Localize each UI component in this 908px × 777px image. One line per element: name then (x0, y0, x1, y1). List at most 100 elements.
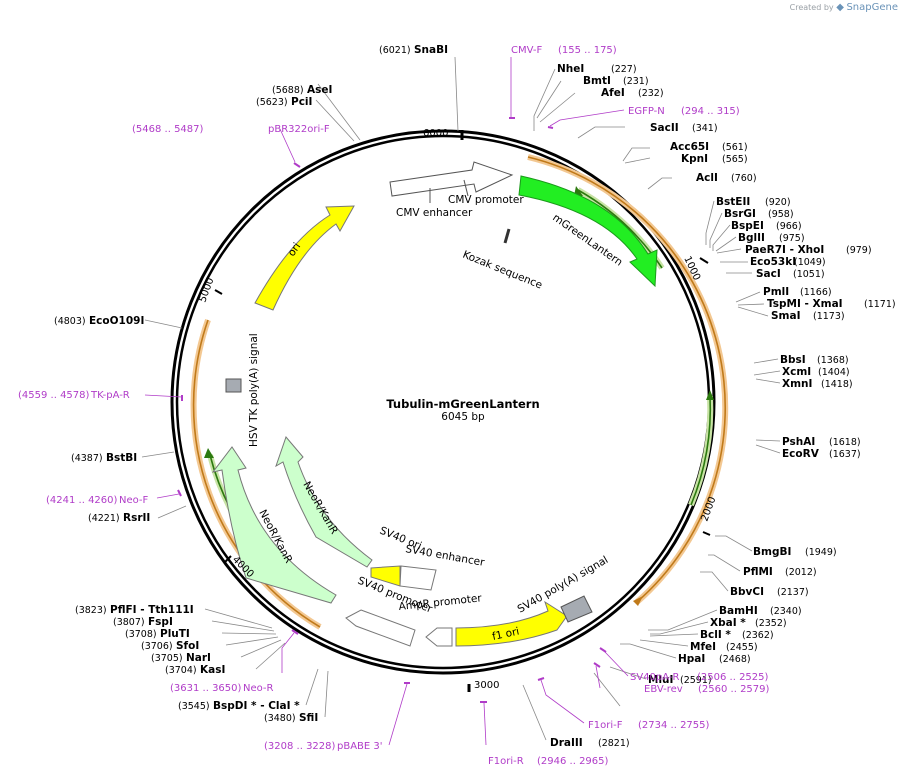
enzyme-site-14: SacI (756, 268, 781, 280)
hsv-tk-polya-box (225, 378, 242, 393)
primer-label-5: Neo-R (243, 683, 274, 694)
mgreenlantern-feature-arrow (518, 175, 658, 288)
enzyme-position-20: (1418) (821, 379, 853, 390)
primer-range-1: (294 .. 315) (681, 106, 740, 117)
primer-range-7: (2946 .. 2965) (537, 756, 609, 767)
feature-label-hsv-tk-polya: HSV TK poly(A) signal (248, 333, 260, 447)
primer-range-3: (4559 .. 4578) (18, 390, 90, 401)
primer-range-2: (5468 .. 5487) (132, 124, 204, 135)
primer-label-6: pBABE 3' (337, 741, 383, 752)
tick-label-3000: 3000 (474, 680, 499, 691)
tick-5000 (214, 289, 223, 295)
primer-label-4: Neo-F (119, 495, 149, 506)
enzyme-site-27: XbaI * (710, 617, 746, 629)
enzyme-site-13: Eco53kI (750, 256, 796, 268)
primer-range-9: (2560 .. 2579) (698, 684, 770, 695)
backbone-ticks (214, 130, 711, 692)
tick-1000 (699, 257, 709, 264)
orf-arrowhead-green-right (706, 390, 714, 400)
enzyme-position-34: (5623) (256, 97, 288, 108)
enzyme-position-35: (4803) (54, 316, 86, 327)
enzyme-position-4: (341) (692, 123, 718, 134)
enzyme-position-19: (1404) (818, 367, 850, 378)
enzyme-site-4: SacII (650, 122, 679, 134)
enzyme-site-43: KasI (200, 664, 225, 676)
enzyme-position-15: (1166) (800, 287, 832, 298)
enzyme-position-21: (1618) (829, 437, 861, 448)
enzyme-position-12: (979) (846, 245, 872, 256)
cmv-promoter-leader-line (463, 179, 469, 197)
enzyme-position-5: (561) (722, 142, 748, 153)
enzyme-site-16: TspMI - XmaI (767, 298, 843, 310)
enzyme-position-13: (1049) (794, 257, 826, 268)
enzyme-position-39: (3807) (113, 617, 145, 628)
enzyme-position-31: (2591) (680, 675, 712, 686)
enzyme-site-12: PaeR7I - XhoI (745, 244, 824, 256)
enzyme-site-26: BamHI (719, 605, 758, 617)
enzyme-site-2: BmtI (583, 75, 611, 87)
enzyme-site-31: MluI (648, 674, 673, 686)
enzyme-position-43: (3704) (165, 665, 197, 676)
tick-2000 (702, 531, 711, 536)
sv40-promoter-arrow (345, 609, 416, 647)
enzyme-position-18: (1368) (817, 355, 849, 366)
primer-label-2: pBR322ori-F (268, 124, 330, 135)
orf-arrowhead-green-left (204, 448, 214, 458)
enzyme-position-40: (3708) (125, 629, 157, 640)
primer-range-10: (2506 .. 2525) (697, 672, 769, 683)
primer-label-1: EGFP-N (628, 106, 665, 117)
feature-label-cmv-enhancer: CMV enhancer (396, 207, 473, 219)
enzyme-position-6: (565) (722, 154, 748, 165)
enzyme-site-45: SfiI (299, 712, 318, 724)
enzyme-site-28: BclI * (700, 629, 731, 641)
enzyme-position-0: (6021) (379, 45, 411, 56)
enzyme-site-44: BspDI * - ClaI * (213, 700, 300, 712)
sv40-enhancer-box (399, 565, 437, 591)
enzyme-site-15: PmlI (763, 286, 789, 298)
feature-label-sv40-enhancer: SV40 enhancer (404, 543, 485, 569)
enzyme-position-3: (232) (638, 88, 664, 99)
enzyme-position-16: (1171) (864, 299, 896, 310)
enzyme-position-14: (1051) (793, 269, 825, 280)
enzyme-position-2: (231) (623, 76, 649, 87)
enzyme-site-32: DraIII (550, 737, 583, 749)
primer-range-0: (155 .. 175) (558, 45, 617, 56)
orf-arcs (190, 154, 729, 630)
primer-label-9: EBV-rev (644, 684, 683, 695)
enzyme-site-24: PflMI (743, 566, 773, 578)
enzyme-position-8: (920) (765, 197, 791, 208)
feature-label-cmv-promoter: CMV promoter (448, 194, 524, 206)
primer-range-6: (3208 .. 3228) (264, 741, 336, 752)
enzyme-position-1: (227) (611, 64, 637, 75)
enzyme-site-33: AseI (307, 84, 332, 96)
enzyme-site-37: RsrII (123, 512, 150, 524)
orf-arc-orange-left-line (192, 319, 321, 628)
orf-arrowhead-right (633, 596, 643, 606)
enzyme-position-33: (5688) (272, 85, 304, 96)
enzyme-position-37: (4221) (88, 513, 120, 524)
enzyme-position-23: (1949) (805, 547, 837, 558)
enzyme-site-35: EcoO109I (89, 315, 144, 327)
enzyme-site-40: PluTI (160, 628, 190, 640)
kozak-sequence-marker (503, 228, 511, 244)
enzyme-site-22: EcoRV (782, 448, 820, 460)
tick-label-6000: 6000 (423, 128, 448, 139)
snapgene-watermark: Created by ◆ SnapGene (790, 2, 898, 13)
primer-label-8: F1ori-F (588, 720, 623, 731)
primer-binding-sites (177, 117, 607, 703)
map-labels: (6021)SnaBINheI(227)BmtI(231)AfeI(232)Sa… (18, 44, 896, 767)
enzyme-site-41: SfoI (176, 640, 199, 652)
ori-feature-arrow (254, 205, 355, 311)
enzyme-position-11: (975) (779, 233, 805, 244)
features (211, 161, 658, 647)
enzyme-site-11: BglII (738, 232, 765, 244)
enzyme-position-29: (2455) (726, 642, 758, 653)
enzyme-position-44: (3545) (178, 701, 210, 712)
enzyme-site-7: AclI (696, 172, 718, 184)
enzyme-position-25: (2137) (777, 587, 809, 598)
enzyme-site-21: PshAI (782, 436, 815, 448)
primer-range-4: (4241 .. 4260) (46, 495, 118, 506)
f1-ori-arrow (455, 600, 568, 647)
primer-range-5: (3631 .. 3650) (170, 683, 242, 694)
watermark-prefix: Created by (789, 3, 834, 12)
